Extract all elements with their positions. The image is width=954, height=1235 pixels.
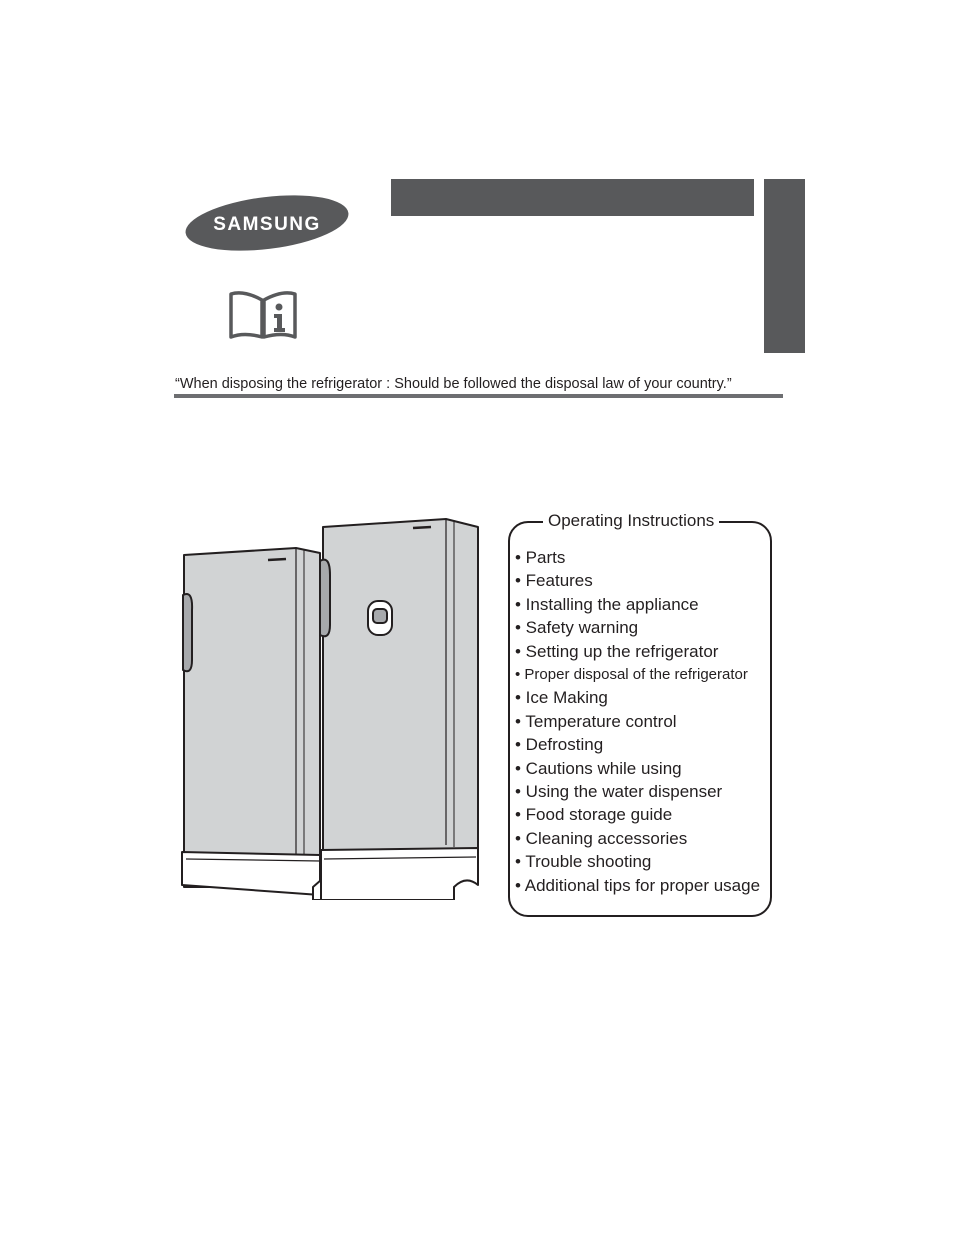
list-item: • Ice Making <box>515 688 608 708</box>
samsung-logo: SAMSUNG <box>185 195 349 251</box>
svg-text:SAMSUNG: SAMSUNG <box>213 214 321 235</box>
list-item: • Using the water dispenser <box>515 782 723 802</box>
list-item: • Trouble shooting <box>515 852 652 872</box>
list-item: • Safety warning <box>515 618 639 638</box>
refrigerator-illustration <box>181 518 479 900</box>
disposal-note: “When disposing the refrigerator : Shoul… <box>175 376 732 392</box>
list-item: • Parts <box>515 548 566 567</box>
title-bar <box>391 179 754 216</box>
list-item: • Food storage guide <box>515 805 673 825</box>
list-item: • Temperature control <box>515 711 677 731</box>
book-info-icon <box>229 291 297 339</box>
side-tab <box>764 179 805 353</box>
list-item: • Cautions while using <box>515 758 682 778</box>
list-item: • Installing the appliance <box>515 594 699 614</box>
instructions-list: • Parts • Features • Installing the appl… <box>515 546 760 897</box>
list-item: • Proper disposal of the refrigerator <box>515 666 748 684</box>
divider <box>174 394 783 398</box>
list-item: • Additional tips for proper usage <box>515 875 761 895</box>
operating-instructions-title: Operating Instructions <box>543 511 720 531</box>
list-item: • Setting up the refrigerator <box>515 641 719 661</box>
list-item: • Defrosting <box>515 735 604 755</box>
list-item: • Cleaning accessories <box>515 828 688 848</box>
list-item: • Features <box>515 571 593 591</box>
